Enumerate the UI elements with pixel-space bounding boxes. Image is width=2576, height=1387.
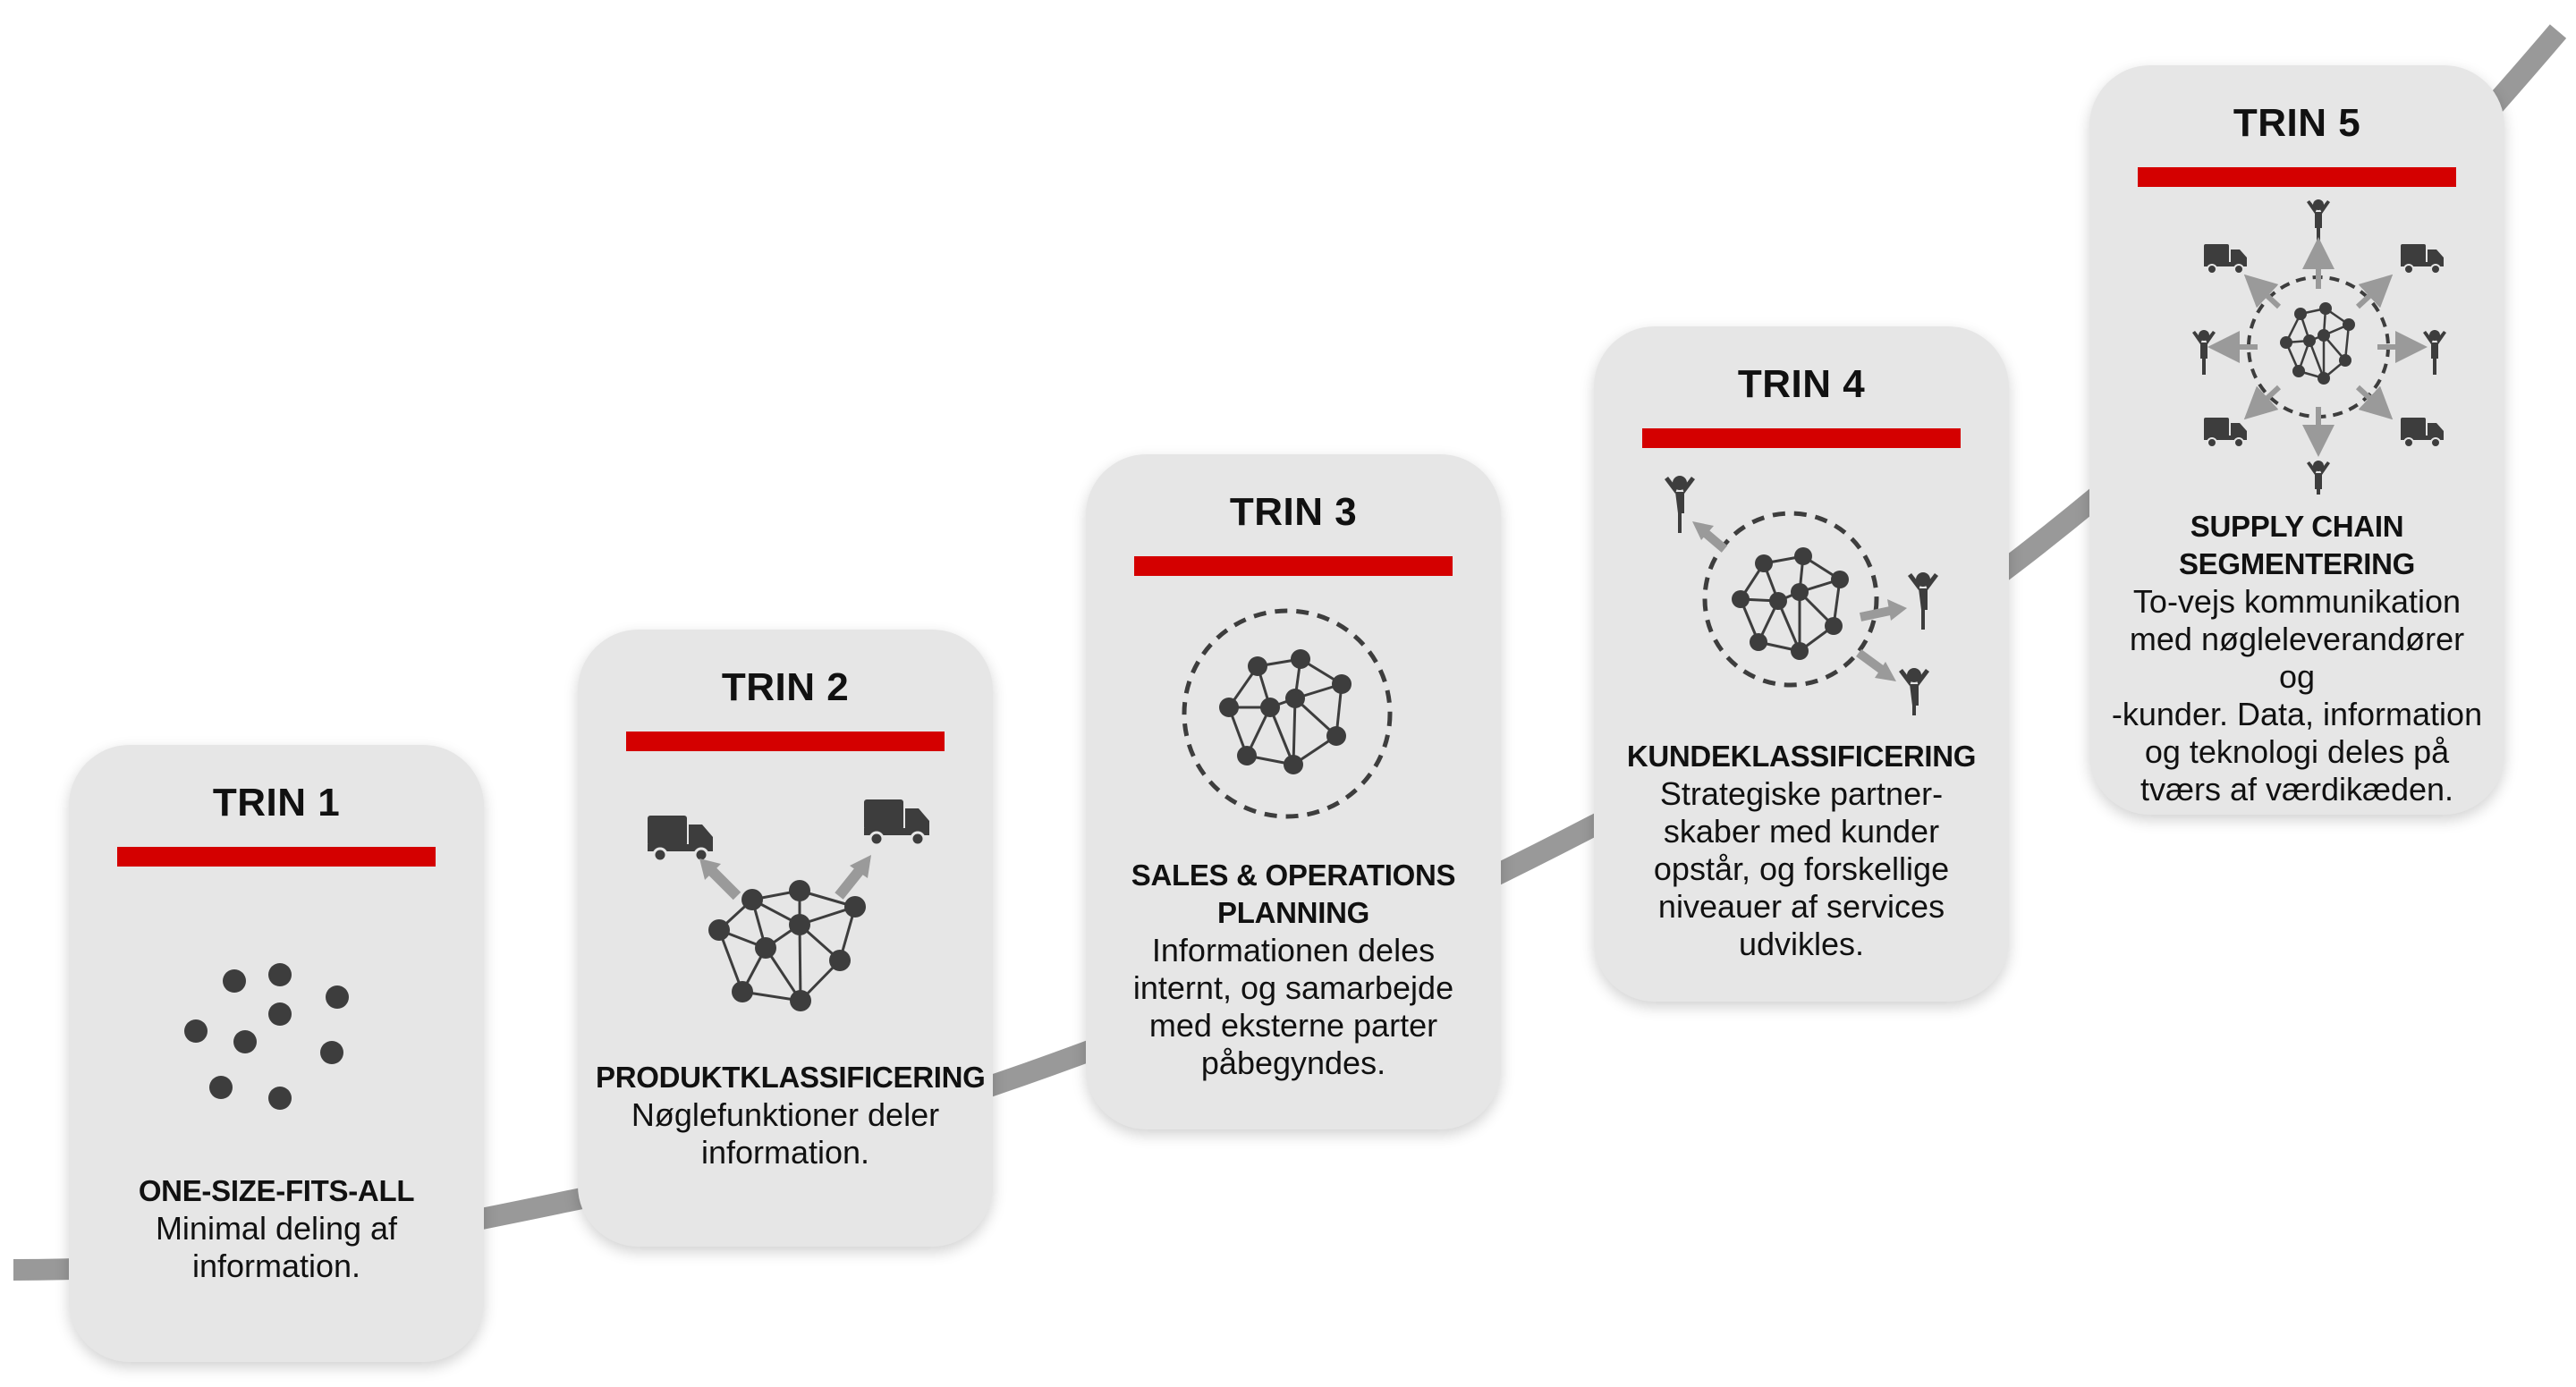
step-bar (1642, 428, 1961, 448)
step-text: ONE-SIZE-FITS-ALL Minimal deling af info… (87, 1172, 466, 1285)
step-line: påbegyndes. (1200, 1044, 1386, 1081)
step-heading: SUPPLY CHAIN SEGMENTERING (2178, 510, 2416, 580)
step-title: TRIN 5 (2233, 101, 2361, 145)
network-trucks-icon (646, 799, 931, 1011)
step-line: skaber med kunder (1663, 813, 1940, 850)
step-heading: PRODUKTKLASSIFICERING (596, 1061, 986, 1094)
step-card-2: TRIN 2 (578, 630, 993, 1247)
step-text: PRODUKTKLASSIFICERING Nøglefunktioner de… (596, 1059, 986, 1171)
step-card-4: TRIN 4 (1594, 326, 2009, 1002)
step-line: med eksterne parter (1148, 1007, 1438, 1044)
step-line: og teknologi deles på (2144, 733, 2450, 770)
step-heading: ONE-SIZE-FITS-ALL (138, 1174, 415, 1207)
step-line: tværs af værdikæden. (2140, 771, 2454, 808)
network-hub-icon (2192, 199, 2446, 495)
step-text: SUPPLY CHAIN SEGMENTERING To-vejs kommun… (2107, 508, 2487, 808)
step-title: TRIN 1 (212, 781, 341, 825)
step-text: KUNDEKLASSIFICERING Strategiske partner-… (1612, 738, 1991, 963)
step-line: Strategiske partner- (1659, 775, 1944, 812)
step-line: -kunder. Data, information (2111, 696, 2483, 732)
step-line: niveauer af services (1657, 888, 1945, 925)
step-line: Minimal deling af (155, 1210, 398, 1247)
step-heading: SALES & OPERATIONS PLANNING (1131, 858, 1456, 929)
step-text: SALES & OPERATIONS PLANNING Informatione… (1104, 857, 1483, 1082)
step-line: information. (700, 1134, 870, 1171)
step-card-3: TRIN 3 SALES & OPERATIONS PLANNING Infor… (1086, 454, 1501, 1129)
step-card-1: TRIN 1 ONE-SIZE-FITS-ALL Minimal deling … (69, 745, 484, 1362)
step-bar (117, 847, 436, 867)
network-circle-icon (1182, 608, 1393, 819)
step-card-5: TRIN 5 (2089, 65, 2504, 815)
network-people-icon (1665, 476, 1938, 715)
step-line: opstår, og forskellige (1653, 850, 1950, 887)
step-line: Nøglefunktioner deler (631, 1096, 940, 1133)
step-line: Informationen deles (1151, 932, 1436, 968)
step-heading: KUNDEKLASSIFICERING (1626, 740, 1977, 773)
step-line: To-vejs kommunikation (2132, 583, 2462, 620)
step-bar (1134, 556, 1453, 576)
step-title: TRIN 2 (721, 665, 850, 709)
step-line: information. (191, 1247, 361, 1284)
dots-cluster-icon (184, 963, 349, 1110)
step-line: internt, og samarbejde (1132, 969, 1454, 1006)
step-bar (626, 732, 945, 751)
step-title: TRIN 3 (1229, 490, 1358, 534)
step-title: TRIN 4 (1737, 362, 1866, 406)
step-line: med nøgleleverandører og (2129, 621, 2465, 695)
step-bar (2138, 167, 2456, 187)
step-line: udvikles. (1738, 926, 1865, 962)
